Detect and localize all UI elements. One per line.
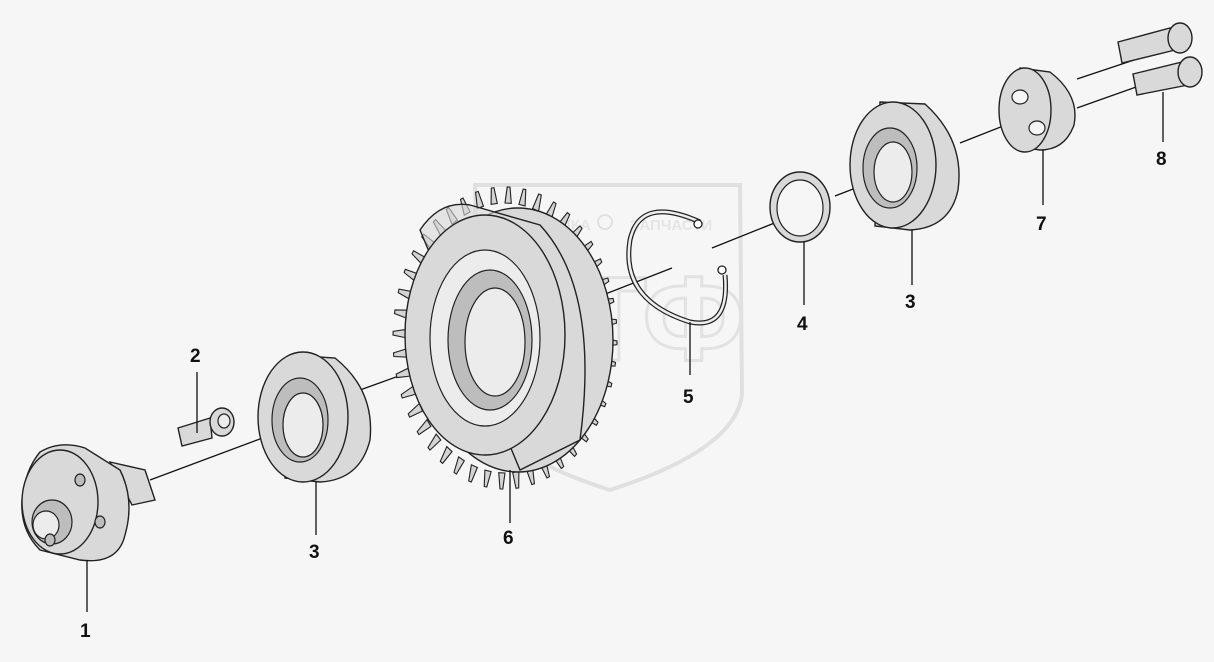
callout-1: 1 xyxy=(80,621,91,642)
part-bearing-right xyxy=(849,101,960,231)
gear-tooth xyxy=(490,187,498,206)
gear-tooth xyxy=(416,418,432,436)
gear-tooth xyxy=(504,186,512,204)
part-flange-plate xyxy=(998,67,1076,153)
watermark-text-2: ЗАПЧАСТИ xyxy=(630,217,712,234)
gear-tooth xyxy=(518,188,527,207)
part-gear xyxy=(392,186,618,490)
part-retaining-ring xyxy=(626,209,729,326)
callout-2: 2 xyxy=(190,346,201,367)
callout-6: 6 xyxy=(503,528,514,549)
callout-labels: 1 2 3 6 5 4 3 7 8 xyxy=(80,149,1167,642)
gear-tooth xyxy=(468,464,479,483)
gear-tooth xyxy=(531,193,542,212)
gear-icon xyxy=(597,214,613,230)
leader-lines xyxy=(86,92,1164,612)
callout-3-right: 3 xyxy=(905,292,916,313)
part-bearing-left xyxy=(257,351,372,483)
gear-tooth xyxy=(498,472,506,490)
part-bolt-small xyxy=(177,407,235,447)
gear-tooth xyxy=(427,433,442,451)
part-flanged-shaft xyxy=(21,444,156,562)
part-bolts-pair xyxy=(1117,22,1203,96)
gear-tooth xyxy=(483,469,492,488)
gear-tooth xyxy=(475,190,485,210)
gear-tooth xyxy=(439,445,453,465)
callout-3-left: 3 xyxy=(309,542,320,563)
callout-4: 4 xyxy=(797,314,808,335)
callout-8: 8 xyxy=(1156,149,1167,170)
part-washer xyxy=(769,171,831,243)
callout-5: 5 xyxy=(683,387,694,408)
callout-7: 7 xyxy=(1036,214,1047,235)
gear-tooth xyxy=(453,456,466,475)
gear-tooth xyxy=(512,470,520,489)
